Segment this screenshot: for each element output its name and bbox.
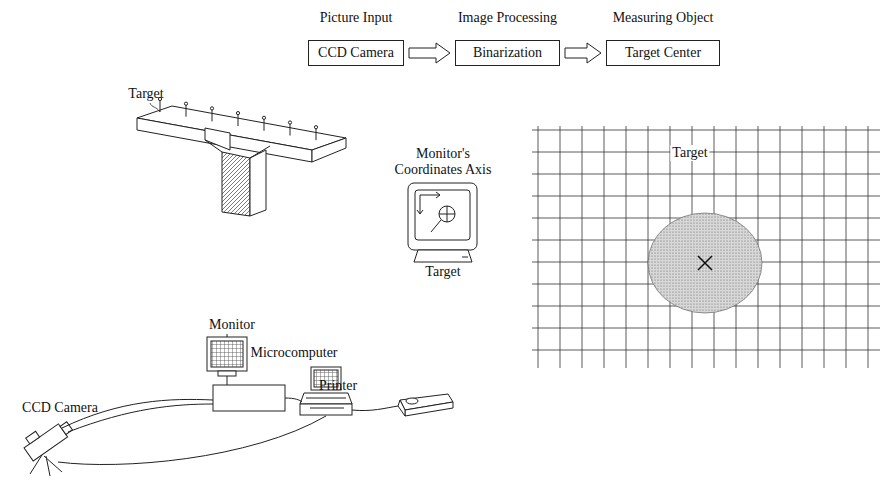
printer-icon [398, 394, 453, 416]
target-dot [184, 102, 187, 105]
target-stick [212, 109, 213, 121]
part-label: Printer [319, 378, 357, 394]
target-stick [316, 128, 317, 140]
grid-line [868, 126, 869, 368]
target-stick [238, 114, 239, 126]
grid-line [532, 350, 880, 351]
part-label: Microcomputer [250, 345, 337, 361]
target-stick [290, 124, 291, 136]
leader-line [150, 103, 160, 112]
monitor-coordinates-icon [408, 183, 477, 262]
target-stick [186, 105, 187, 117]
box-label: Binarization [455, 40, 560, 66]
grid-line [648, 126, 649, 368]
target-blob [648, 213, 762, 313]
cable [58, 334, 398, 465]
grid-line [560, 126, 561, 368]
grid-line [846, 126, 847, 368]
grid-line [538, 126, 539, 368]
grid-line [604, 126, 605, 368]
grid-line [532, 328, 880, 329]
target-dot [314, 126, 317, 129]
grid-line [626, 126, 627, 368]
part-label: Monitor's Coordinates Axis [388, 146, 498, 178]
block-arrow [565, 43, 601, 63]
process-box: Picture InputCCD Camera [308, 40, 404, 66]
process-box: Image ProcessingBinarization [455, 40, 560, 66]
bridge-girder [137, 106, 346, 216]
target-dot [262, 116, 265, 119]
part-label: CCD Camera [22, 400, 98, 416]
grid-line [532, 130, 880, 131]
column-heading: Image Processing [458, 10, 557, 26]
target-dot [210, 107, 213, 110]
block-arrow [409, 43, 450, 63]
pixel-grid [532, 126, 880, 368]
box-label: CCD Camera [308, 40, 404, 66]
grid-line [532, 196, 880, 197]
monitor-icon [207, 337, 247, 385]
grid-line [532, 174, 880, 175]
grid-line [824, 126, 825, 368]
part-label: Target [670, 145, 709, 161]
part-label: Monitor [209, 317, 255, 333]
ccd-camera-icon [20, 414, 74, 476]
grid-line [802, 126, 803, 368]
column-heading: Measuring Object [613, 10, 714, 26]
part-label: Target [425, 264, 460, 280]
controller-box [213, 385, 285, 411]
target-markers [158, 97, 317, 140]
target-dot [288, 121, 291, 124]
center-mark [698, 256, 712, 270]
column-heading: Picture Input [320, 10, 393, 26]
box-label: Target Center [606, 40, 720, 66]
part-label: Target [128, 86, 163, 102]
grid-line [582, 126, 583, 368]
grid-line [780, 126, 781, 368]
target-stick [160, 100, 161, 112]
target-stick [264, 119, 265, 131]
process-box: Measuring ObjectTarget Center [606, 40, 720, 66]
target-dot [236, 112, 239, 115]
